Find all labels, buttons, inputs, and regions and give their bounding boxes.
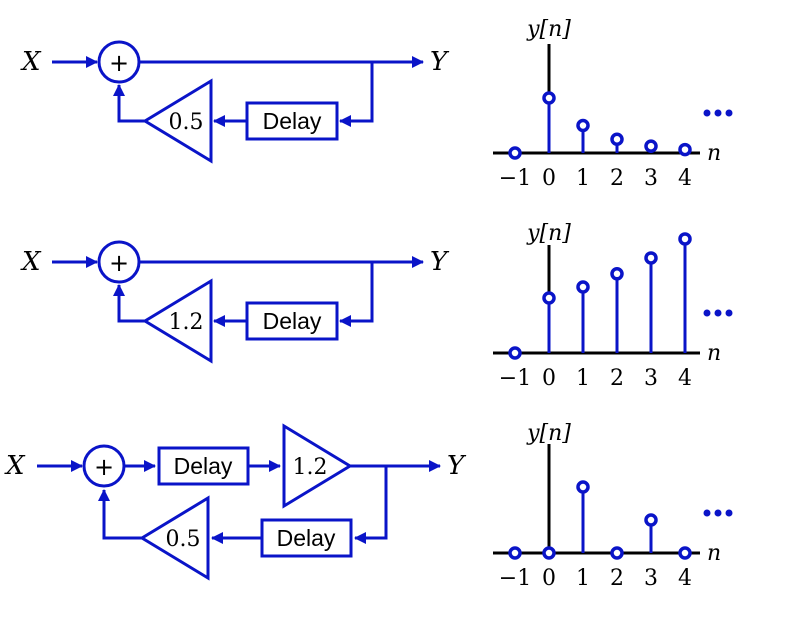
ellipsis-dot	[703, 309, 711, 317]
sample-point	[610, 267, 624, 281]
ellipsis-dot	[714, 509, 722, 517]
forward-gain-label: 1.2	[293, 455, 328, 480]
gain-label: 1.2	[169, 310, 204, 335]
sample-point	[610, 132, 624, 146]
block-diagram-2: X + Y Delay 1.2	[20, 240, 450, 364]
gain-triangle	[142, 278, 213, 364]
x-axis-label: n	[707, 541, 721, 566]
tick-label: 1	[576, 166, 590, 191]
tick-label: 0	[542, 566, 556, 591]
feedback-return	[98, 489, 142, 540]
delay-label: Delay	[263, 308, 322, 334]
sample-point	[678, 546, 692, 560]
sample-point	[644, 251, 658, 265]
feedback-gain-triangle	[139, 495, 210, 581]
feedback-delay-label: Delay	[277, 525, 336, 551]
input-label: X	[20, 47, 42, 77]
sample-point	[644, 139, 658, 153]
sample-point	[610, 546, 624, 560]
ellipsis-dot	[714, 309, 722, 317]
output-label: Y	[430, 247, 450, 277]
y-axis-label: y[n]	[526, 221, 571, 246]
tick-label: 3	[644, 166, 658, 191]
tick-label: 0	[542, 166, 556, 191]
block-diagram-1: X + Y Delay 0.5	[20, 40, 450, 164]
ellipsis-dot	[725, 509, 733, 517]
feedback-gain-label: 0.5	[166, 527, 201, 552]
tick-label: 0	[542, 366, 556, 391]
ellipsis-dot	[703, 509, 711, 517]
tick-label: −1	[499, 566, 531, 591]
feedback-return	[113, 284, 145, 323]
y-axis-label: y[n]	[526, 421, 571, 446]
delay-block	[245, 301, 339, 341]
feedback-return	[113, 84, 145, 123]
sample-point	[576, 480, 590, 494]
tick-label: 2	[610, 566, 624, 591]
feedback-tap	[354, 466, 388, 544]
sample-point	[542, 91, 556, 105]
feedback-tap	[339, 62, 374, 127]
ellipsis-dot	[714, 109, 722, 117]
sample-point	[576, 118, 590, 133]
sample-point	[542, 291, 556, 305]
ellipsis-dot	[703, 109, 711, 117]
tick-label: 4	[678, 366, 692, 391]
gain-triangle	[142, 78, 213, 164]
sample-point	[678, 142, 692, 157]
sample-point	[508, 546, 522, 560]
x-axis-label: n	[707, 141, 721, 166]
forward-delay-block	[157, 446, 250, 486]
gain-label: 0.5	[169, 110, 204, 135]
adder-plus: +	[94, 453, 114, 481]
forward-delay-label: Delay	[174, 453, 233, 479]
sample-point	[678, 232, 692, 246]
tick-label: 2	[610, 366, 624, 391]
tick-label: 3	[644, 366, 658, 391]
sample-point	[508, 146, 522, 160]
adder-plus: +	[109, 249, 129, 277]
delay-block	[245, 101, 339, 141]
tick-label: 4	[678, 566, 692, 591]
sample-point	[508, 346, 522, 360]
tick-label: 1	[576, 566, 590, 591]
block-diagram-3: X + Delay 1.2 Y Delay 0.5	[4, 423, 467, 581]
output-label: Y	[430, 47, 450, 77]
tick-label: 2	[610, 166, 624, 191]
y-axis-label: y[n]	[526, 17, 571, 42]
input-label: X	[20, 247, 42, 277]
output-label: Y	[447, 451, 467, 481]
tick-label: 1	[576, 366, 590, 391]
tick-label: −1	[499, 366, 531, 391]
tick-label: −1	[499, 166, 531, 191]
forward-gain-triangle	[282, 423, 353, 509]
tick-label: 4	[678, 166, 692, 191]
ellipsis-dot	[725, 109, 733, 117]
adder-plus: +	[109, 49, 129, 77]
sample-point	[576, 280, 590, 294]
sample-point	[644, 513, 658, 527]
feedback-tap	[339, 262, 374, 327]
sample-point	[542, 546, 556, 560]
tick-label: 3	[644, 566, 658, 591]
ellipsis-dot	[725, 309, 733, 317]
delay-label: Delay	[263, 108, 322, 134]
x-axis-label: n	[707, 341, 721, 366]
input-label: X	[4, 451, 26, 481]
